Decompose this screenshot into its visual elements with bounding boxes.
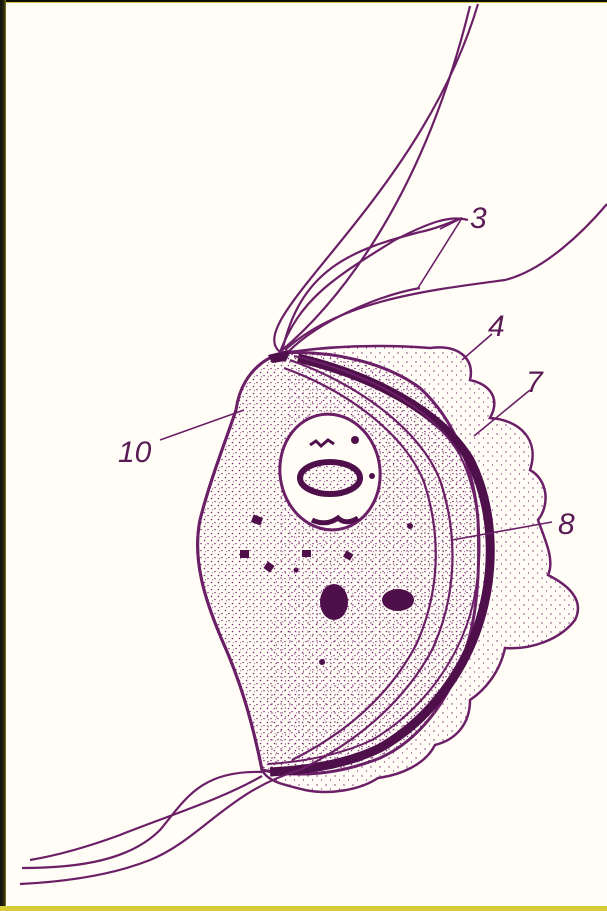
label-4: 4 xyxy=(488,310,505,343)
label-8: 8 xyxy=(558,508,575,541)
posterior-flagellum xyxy=(20,770,300,884)
label-3: 3 xyxy=(470,202,487,235)
label-10: 10 xyxy=(118,436,152,469)
label-7: 7 xyxy=(526,366,544,399)
anterior-flagella xyxy=(274,4,607,352)
